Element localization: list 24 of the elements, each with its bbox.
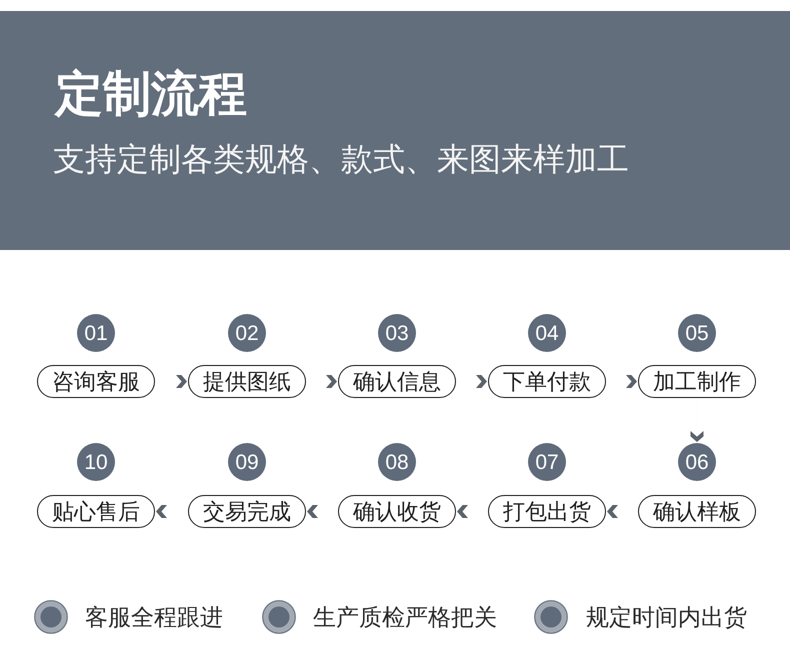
subtitle: 支持定制各类规格、款式、来图来样加工 bbox=[53, 143, 629, 175]
step-pill: 交易完成 bbox=[188, 495, 306, 528]
number-circle: 05 bbox=[678, 314, 716, 352]
feature-text: 生产质检严格把关 bbox=[313, 606, 497, 628]
step-pill: 咨询客服 bbox=[37, 365, 155, 398]
number-circle: 06 bbox=[678, 443, 716, 481]
number-circle: 01 bbox=[77, 314, 115, 352]
number-circle: 07 bbox=[528, 443, 566, 481]
number-circle: 04 bbox=[528, 314, 566, 352]
step-pill: 下单付款 bbox=[488, 365, 606, 398]
number-circle: 08 bbox=[378, 443, 416, 481]
feature-text: 规定时间内出货 bbox=[586, 606, 747, 628]
step-pill: 打包出货 bbox=[488, 495, 606, 528]
step-pill: 确认收货 bbox=[338, 495, 456, 528]
step-pill: 加工制作 bbox=[638, 365, 756, 398]
step-pill: 确认信息 bbox=[338, 365, 456, 398]
step-pill: 贴心售后 bbox=[37, 495, 155, 528]
feature-text: 客服全程跟进 bbox=[85, 606, 223, 628]
number-circle: 03 bbox=[378, 314, 416, 352]
step-pill: 提供图纸 bbox=[188, 365, 306, 398]
number-circle: 10 bbox=[77, 443, 115, 481]
step-pill: 确认样板 bbox=[638, 495, 756, 528]
number-circle: 02 bbox=[228, 314, 266, 352]
number-circle: 09 bbox=[228, 443, 266, 481]
